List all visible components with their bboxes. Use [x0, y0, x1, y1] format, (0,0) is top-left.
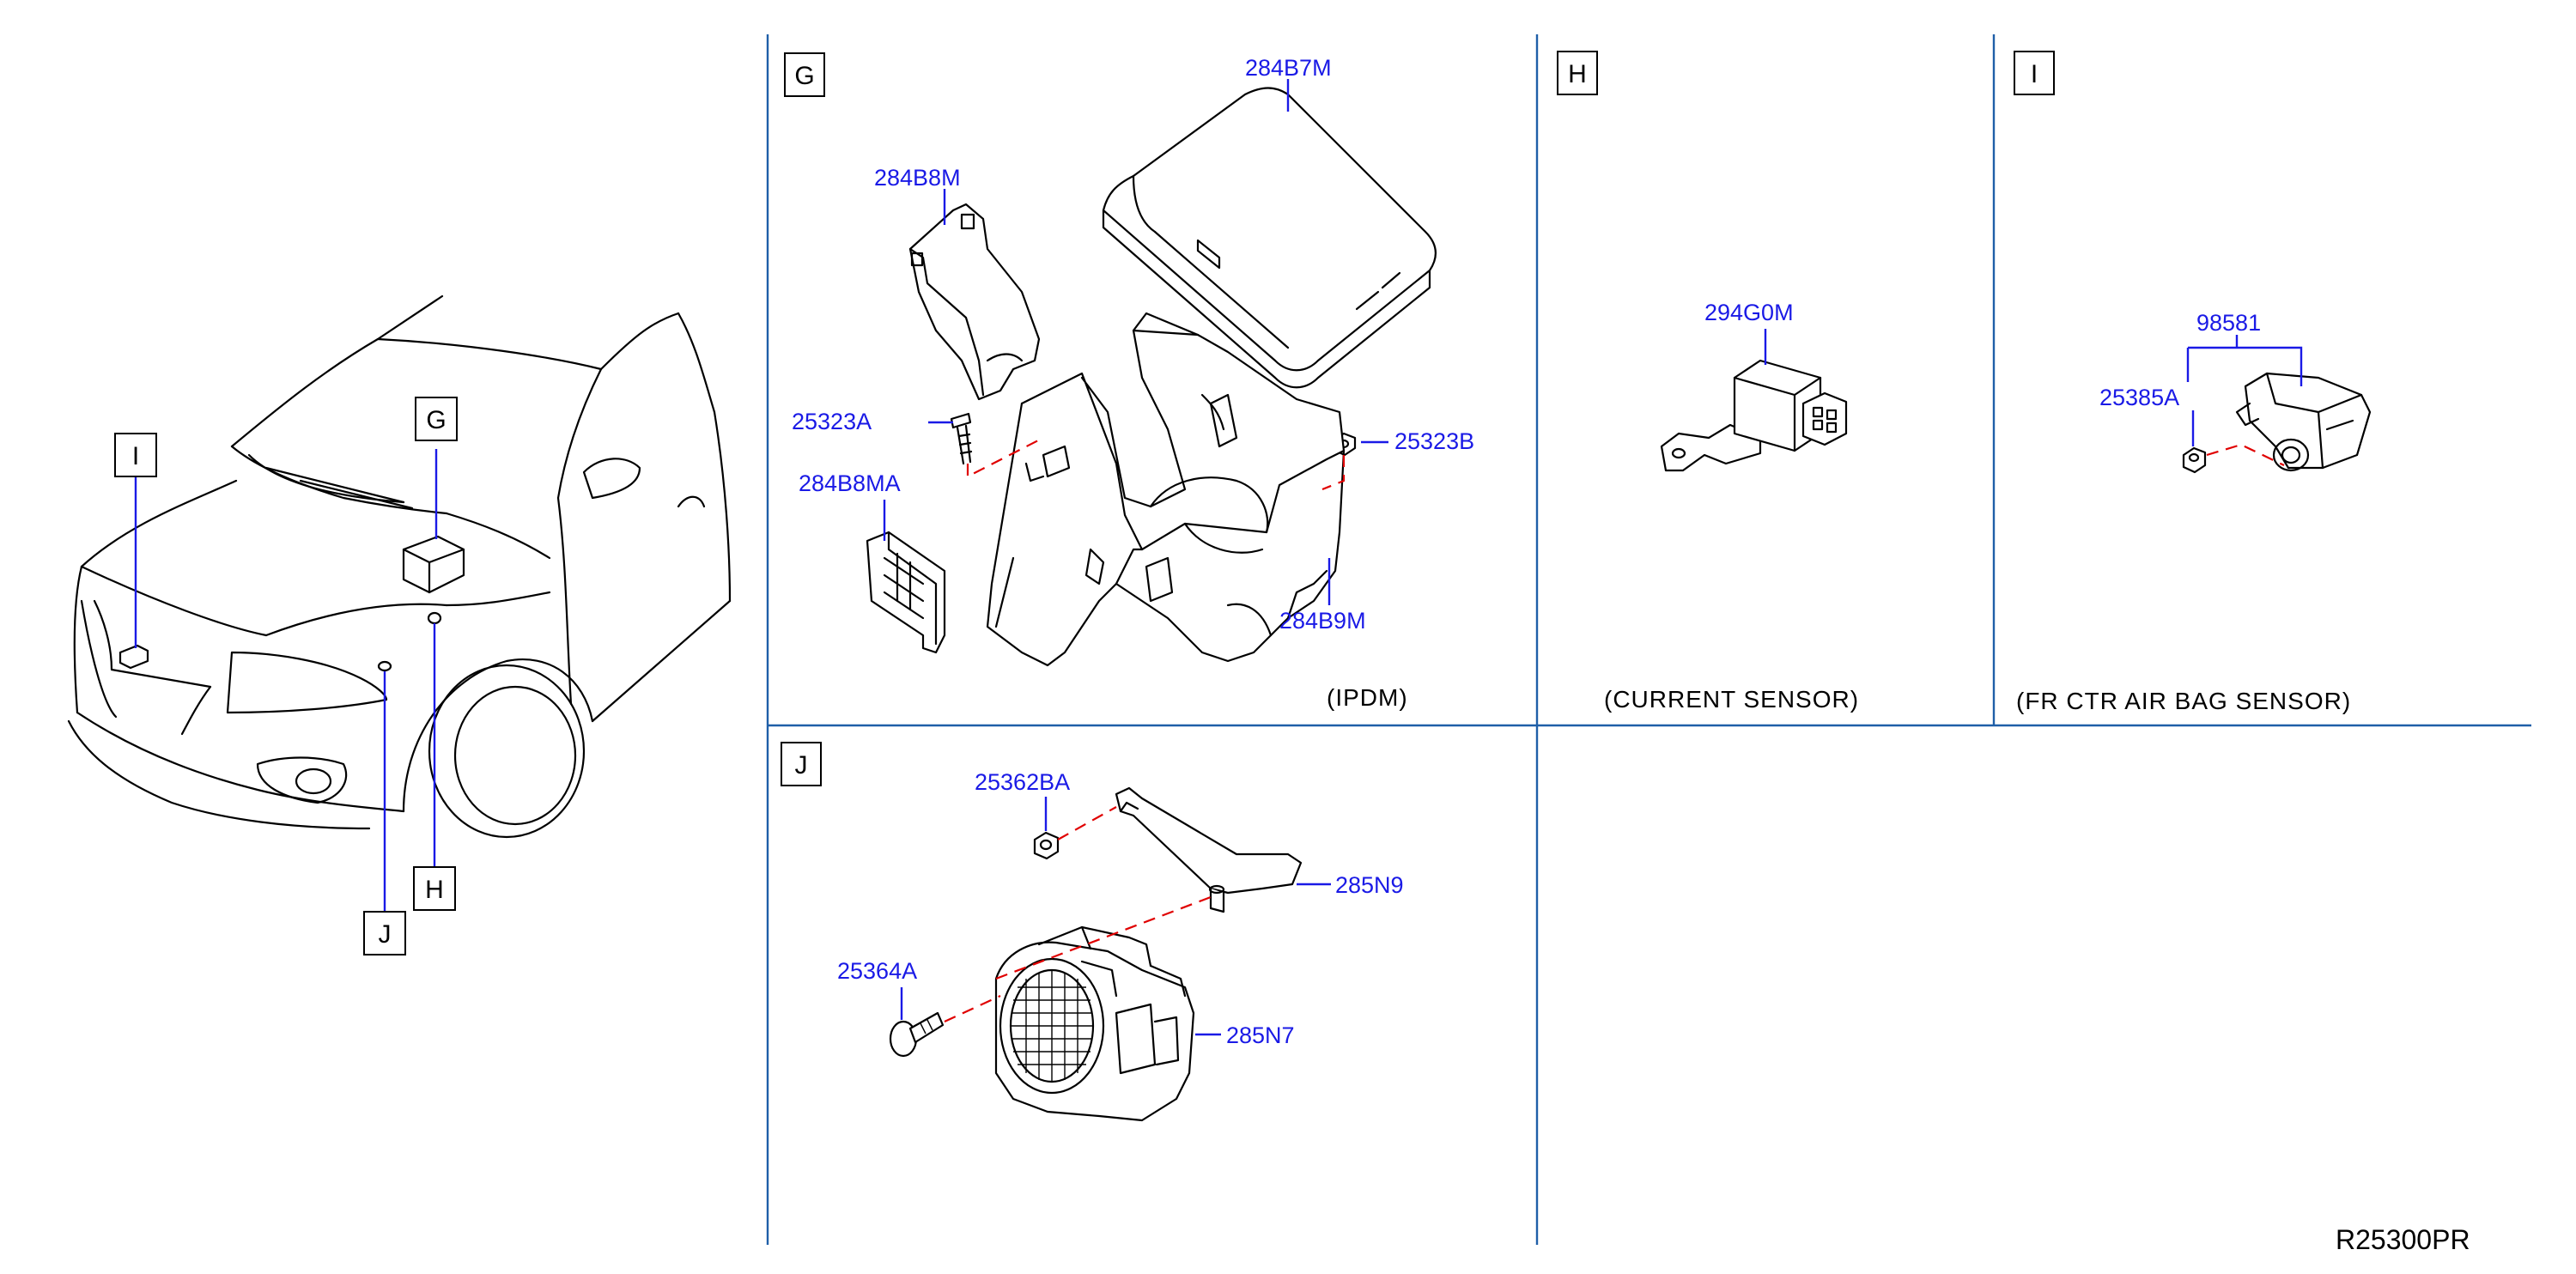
panel-j-letter: J: [795, 751, 808, 780]
panel-j-letter-box: [781, 742, 822, 786]
pn-285n7: 285N7: [1226, 1022, 1295, 1048]
panel-g: G: [784, 52, 1474, 711]
current-sensor: [1660, 359, 1848, 472]
pn-285n9: 285N9: [1335, 872, 1404, 898]
vehicle-illustration: [67, 294, 732, 839]
svg-text:I: I: [132, 442, 139, 470]
panel-h: H 294G0M (CURRENT SENSOR): [1557, 51, 1859, 713]
vehicle-label-H: H: [413, 866, 456, 911]
vehicle-label-J: J: [363, 911, 406, 956]
pn-284b7m: 284B7M: [1245, 55, 1332, 81]
pn-25323a: 25323A: [792, 409, 872, 434]
panel-i: I 98581 25385A (FR CTR AIR BAG SENSOR): [2014, 51, 2372, 714]
horn-285n7: [994, 925, 1195, 1122]
nut-25385a: [2182, 446, 2207, 474]
bolt-25323a: [950, 412, 973, 465]
diagram-reference: R25300PR: [2336, 1224, 2470, 1255]
panel-h-letter: H: [1568, 60, 1587, 88]
nut-25362ba: [1033, 831, 1060, 860]
bolt-25364a: [889, 1011, 945, 1058]
svg-text:H: H: [425, 876, 444, 904]
pn-25364a: 25364A: [837, 958, 917, 984]
bracket-284b8ma: [866, 531, 946, 654]
svg-text:J: J: [379, 920, 392, 949]
ipdm-cover: [1102, 87, 1437, 389]
pn-98581: 98581: [2196, 310, 2261, 336]
pn-294g0m: 294G0M: [1704, 300, 1794, 325]
pn-25323b: 25323B: [1394, 428, 1474, 454]
panel-j: J: [781, 742, 1404, 1122]
pn-25385a: 25385A: [2099, 385, 2179, 410]
bracket-285n9: [1115, 786, 1303, 913]
panel-i-letter-box: [2014, 51, 2055, 95]
bracket-284b8m: [908, 203, 1041, 401]
panel-g-caption: (IPDM): [1327, 684, 1408, 711]
pn-284b9m: 284B9M: [1279, 608, 1366, 634]
panel-i-caption: (FR CTR AIR BAG SENSOR): [2016, 688, 2351, 714]
airbag-sensor: [2235, 372, 2372, 472]
vehicle-label-I: I: [114, 433, 157, 477]
panel-dividers: [766, 34, 2531, 1245]
ipdm-box: [986, 312, 1346, 667]
panel-h-caption: (CURRENT SENSOR): [1604, 686, 1859, 713]
panel-g-letter: G: [794, 62, 814, 90]
pn-284b8m: 284B8M: [874, 165, 961, 191]
svg-text:G: G: [426, 406, 446, 434]
pn-284b8ma: 284B8MA: [799, 470, 901, 496]
vehicle-label-G: G: [415, 397, 458, 441]
pn-25362ba: 25362BA: [975, 769, 1070, 795]
vehicle-callout-lines: [134, 449, 438, 912]
panel-i-letter: I: [2031, 60, 2038, 88]
panel-h-letter-box: [1557, 51, 1598, 95]
panel-g-letter-box: [784, 52, 825, 97]
